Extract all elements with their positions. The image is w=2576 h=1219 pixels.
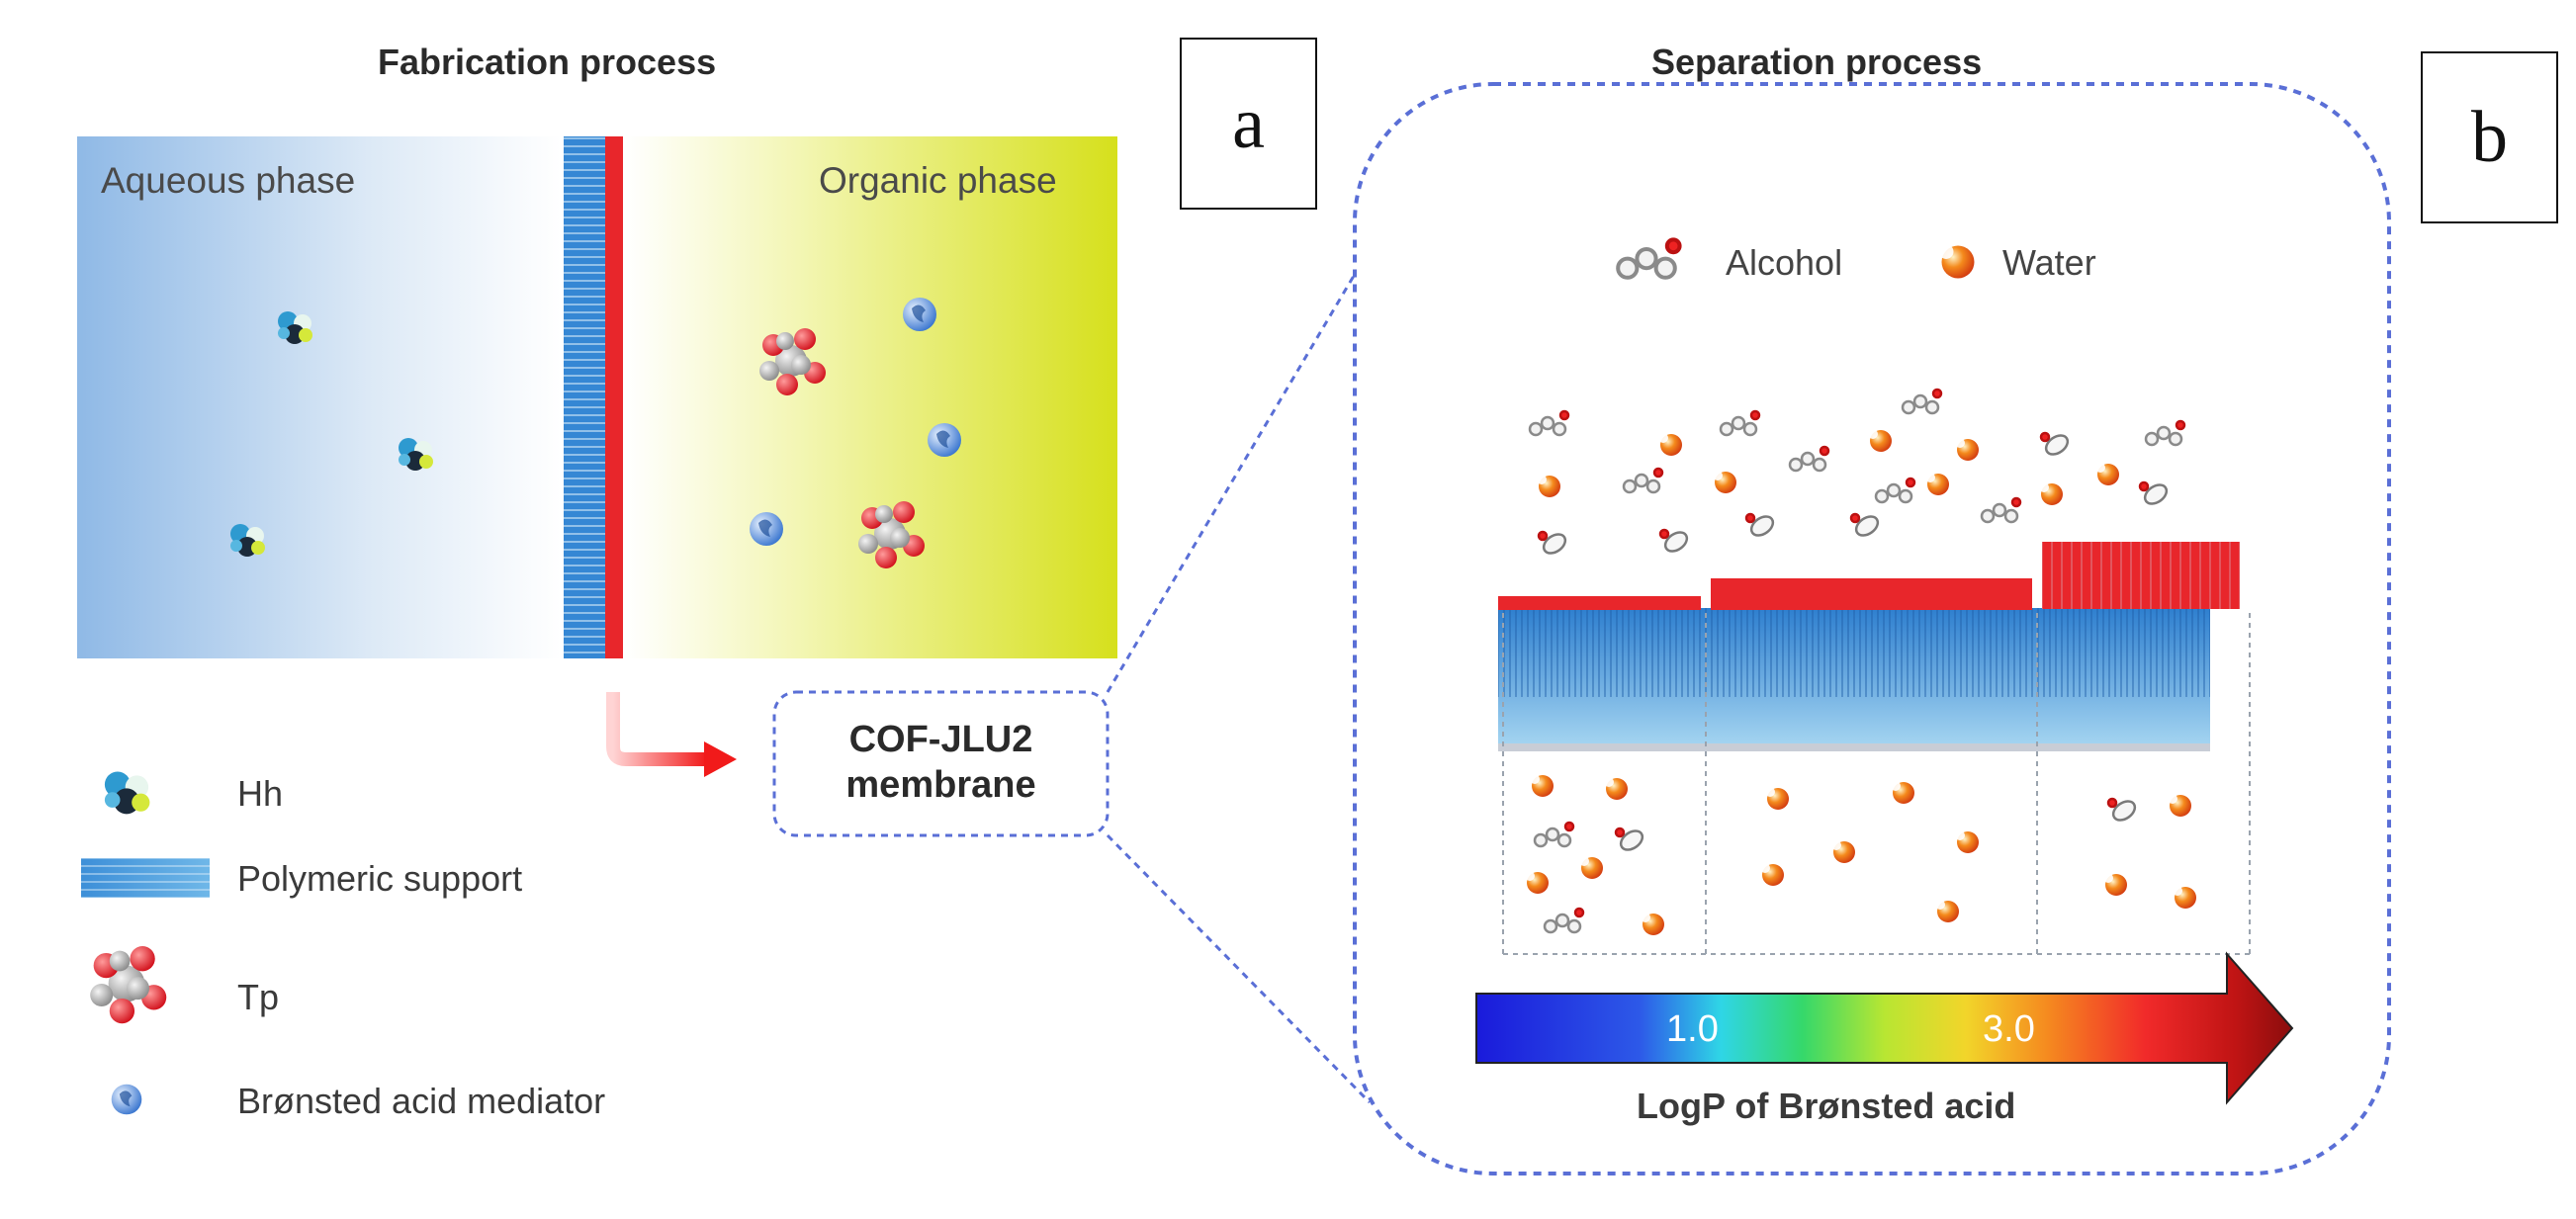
legend-label-support: Polymeric support — [237, 858, 523, 899]
organic-phase-label: Organic phase — [819, 160, 1057, 201]
logp-axis-label: LogP of Brønsted acid — [1637, 1086, 2016, 1126]
legend-label-acid: Brønsted acid mediator — [237, 1081, 606, 1121]
legend-support-swatch — [81, 858, 210, 898]
legend-acid-icon — [111, 1084, 142, 1115]
aqueous-phase-region — [77, 136, 562, 658]
membrane-label-box — [772, 690, 1110, 837]
aqueous-phase-label: Aqueous phase — [101, 160, 356, 201]
separation-membrane — [1498, 608, 2210, 751]
membrane-label-line2: membrane — [845, 764, 1036, 806]
legend-label-hh: Hh — [237, 773, 284, 814]
membrane-label: COF-JLU2 membrane — [774, 717, 1108, 808]
magnification-lines — [1106, 231, 1381, 1104]
legend-label-tp: Tp — [237, 977, 280, 1017]
cof-layer-thin — [1498, 596, 1701, 610]
panel-label-b: b — [2421, 51, 2558, 223]
legend-tp-icon — [90, 946, 167, 1024]
bronsted-acid-icon — [928, 423, 961, 457]
panel-label-a: a — [1180, 38, 1317, 210]
cof-interface-layer — [605, 136, 623, 658]
logp-gradient-arrow — [1475, 951, 2294, 1105]
bronsted-acid-icon — [903, 298, 936, 331]
scale-label-low: 1.0 — [1666, 1008, 1719, 1050]
cof-layer-medium — [1711, 578, 2032, 610]
fabrication-title: Fabrication process — [378, 42, 717, 82]
fabrication-arrow — [606, 692, 737, 777]
organic-phase-region — [626, 136, 1117, 658]
polymeric-support-band — [564, 136, 605, 658]
cof-layer-thick — [2042, 542, 2240, 609]
separation-title: Separation process — [1651, 42, 1983, 82]
bronsted-acid-icon — [750, 512, 783, 546]
membrane-label-line1: COF-JLU2 — [848, 719, 1033, 760]
section-dividers — [1502, 613, 2251, 955]
legend-hh-icon — [104, 771, 150, 815]
water-key-label: Water — [2002, 242, 2096, 283]
alcohol-key-label: Alcohol — [1726, 242, 1843, 283]
scale-label-high: 3.0 — [1983, 1008, 2035, 1050]
